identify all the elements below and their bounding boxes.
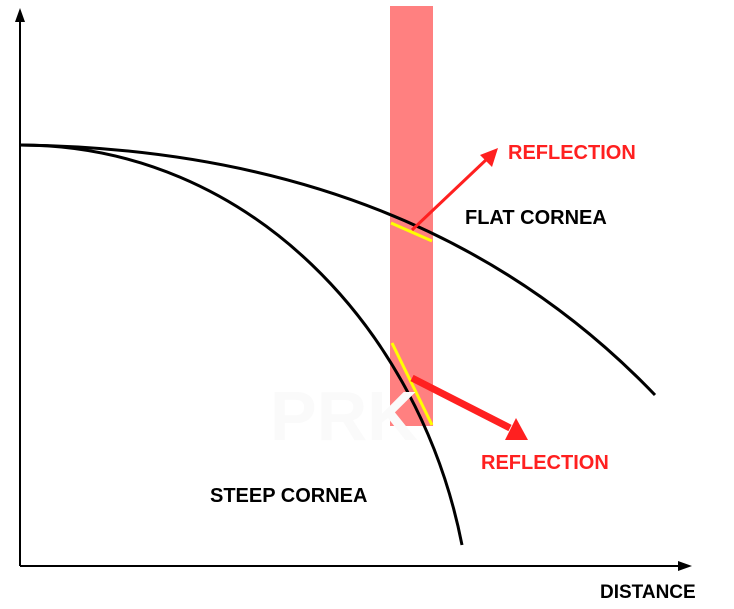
steep-reflection-arrow	[410, 374, 512, 432]
flat-reflection-arrow	[410, 156, 490, 232]
steep-cornea-curve	[19, 143, 464, 546]
watermark-prk: PRK	[270, 377, 418, 455]
flat-reflection-arrowhead-icon	[480, 148, 498, 167]
flat-contact-zone	[390, 221, 433, 243]
x-axis-label: DISTANCE	[600, 582, 696, 603]
reflection-label-bottom: REFLECTION	[481, 452, 609, 474]
x-axis-arrow-icon	[678, 561, 692, 571]
flat-cornea-label: FLAT CORNEA	[465, 207, 607, 229]
y-axis-arrow-icon	[15, 8, 25, 22]
steep-contact-zone	[390, 342, 434, 426]
steep-cornea-label: STEEP CORNEA	[210, 485, 367, 507]
steep-reflection-arrowhead-icon	[505, 418, 528, 440]
flat-cornea-curve	[19, 143, 657, 397]
reflection-label-top: REFLECTION	[508, 142, 636, 164]
